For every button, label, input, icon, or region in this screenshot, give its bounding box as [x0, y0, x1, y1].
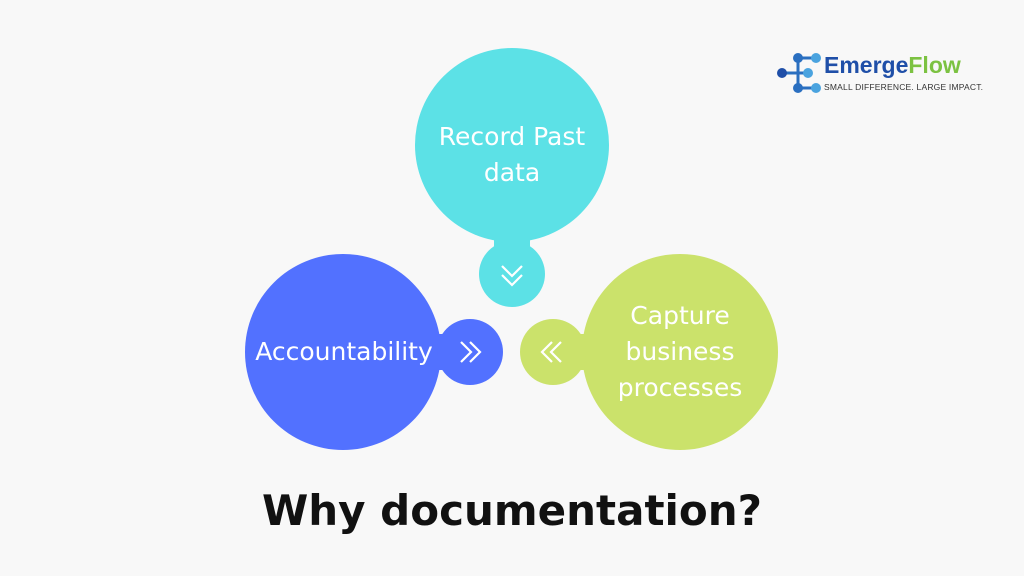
logo-name-part1: Emerge: [824, 52, 909, 78]
logo-name: EmergeFlow: [824, 52, 961, 79]
label-line: business: [625, 337, 735, 366]
chevrons-left-icon: [540, 341, 562, 363]
label-line: processes: [617, 373, 743, 402]
logo-mark-icon: [777, 53, 821, 93]
label-line: Capture: [630, 301, 730, 330]
emergeflow-logo: EmergeFlow SMALL DIFFERENCE. LARGE IMPAC…: [776, 48, 986, 98]
label-line: Record Past: [438, 122, 586, 151]
logo-name-part2: Flow: [908, 52, 961, 78]
label-line: Accountability: [255, 337, 433, 366]
node-record-past-data-shape: [415, 48, 609, 307]
chevrons-right-icon: [460, 341, 482, 363]
logo-tagline: SMALL DIFFERENCE. LARGE IMPACT.: [824, 82, 984, 92]
node-capture-processes-shape: [520, 254, 778, 450]
label-line: data: [483, 158, 541, 187]
node-label-accountability: Accountability: [246, 334, 442, 370]
chevrons-down-icon: [501, 265, 523, 287]
node-label-record-past-data: Record Past data: [415, 119, 609, 191]
node-label-capture-business-processes: Capture business processes: [590, 298, 770, 406]
page-title: Why documentation?: [261, 486, 763, 535]
